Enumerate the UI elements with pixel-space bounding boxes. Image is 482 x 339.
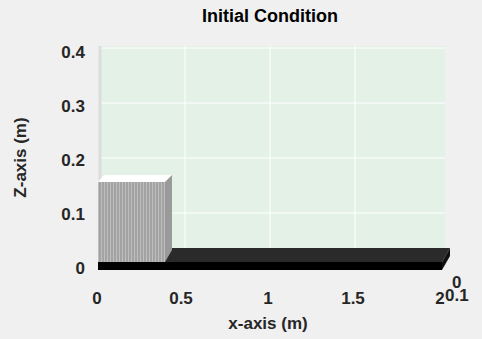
- tick-label: 0.3: [61, 98, 85, 115]
- tick-label: 0.1: [61, 206, 85, 223]
- tick-label: 0.4: [61, 44, 85, 61]
- water-column: [98, 175, 172, 262]
- tick-label: 0: [92, 290, 101, 307]
- tick-label: 0.5: [169, 290, 193, 307]
- tick-label: 2: [435, 290, 444, 307]
- tick-label: 1.5: [341, 290, 365, 307]
- tick-label: 0.1: [445, 287, 469, 304]
- tick-label: 1: [263, 290, 272, 307]
- axis-title: Z-axis (m): [12, 117, 29, 197]
- tick-label: 0.2: [61, 152, 85, 169]
- tick-label: 0: [76, 260, 85, 277]
- axis-title: x-axis (m): [228, 315, 307, 332]
- chart-title: Initial Condition: [202, 7, 338, 25]
